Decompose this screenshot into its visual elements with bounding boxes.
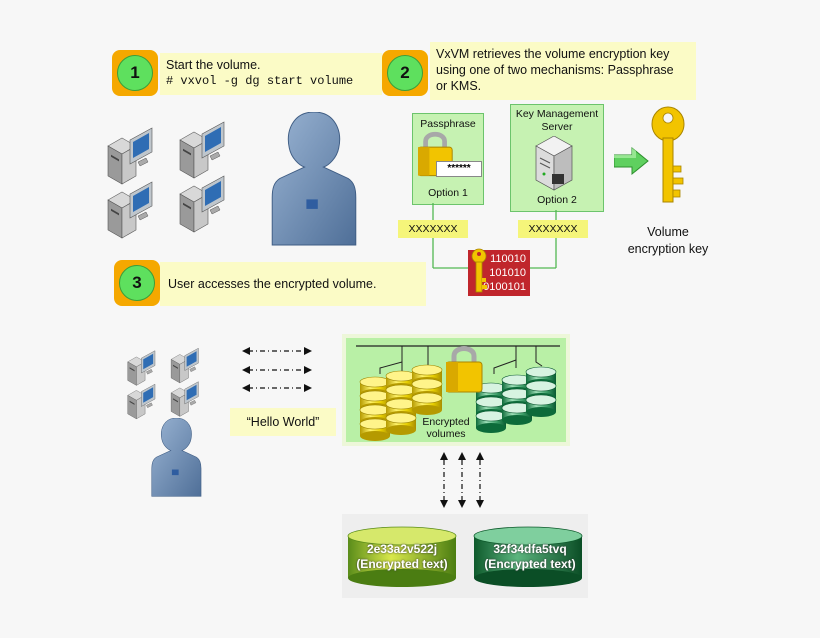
volume-stack-graphic [356, 345, 560, 442]
kms-option-box: Key Management Server Option 2 [510, 104, 604, 212]
data-flow-arrows [242, 347, 312, 392]
step-3-number: 3 [119, 265, 155, 301]
encrypted-volumes-line-2: volumes [426, 428, 466, 440]
step-1-number: 1 [117, 55, 153, 91]
passphrase-option-label: Option 1 [428, 187, 468, 199]
passphrase-title: Passphrase [420, 118, 476, 130]
step-2-line-1: VxVM retrieves the volume encryption key [436, 47, 670, 61]
step-2-note: VxVM retrieves the volume encryption key… [430, 42, 696, 100]
kms-title-line-2: Server [541, 121, 573, 133]
cipher-right-caption: (Encrypted text) [484, 557, 576, 571]
step-2-number: 2 [387, 55, 423, 91]
volume-key-line-2: encryption key [627, 242, 709, 256]
volume-key-line-1: Volume [647, 225, 689, 239]
step-3-badge: 3 [114, 260, 160, 306]
step-1-note: Start the volume. # vxvol -g dg start vo… [160, 53, 382, 95]
storage-flow-arrows [440, 452, 484, 508]
step-2-badge: 2 [382, 50, 428, 96]
kms-option-label: Option 2 [537, 194, 577, 206]
server-icon [535, 136, 573, 191]
computer-cluster-bottom [127, 347, 199, 420]
cipher-left: 2e33a2v522j (Encrypted text) [346, 542, 458, 572]
plaintext-label: “Hello World” [230, 408, 336, 436]
step-2-line-3: or KMS. [436, 79, 482, 93]
step-1-title: Start the volume. [166, 58, 261, 72]
cipher-right: 32f34dfa5tvq (Encrypted text) [474, 542, 586, 572]
kms-title-line-1: Key Management [515, 108, 599, 120]
step-2-line-2: using one of two mechanisms: Passphrase [436, 63, 674, 77]
cipher-left-value: 2e33a2v522j [366, 542, 438, 556]
binary-line-1: 110010 [490, 253, 526, 265]
arrow-right-icon [614, 146, 649, 176]
user-icon-bottom [151, 418, 202, 497]
passphrase-field: ****** [436, 161, 482, 177]
volume-key-label: Volume encryption key [618, 224, 718, 258]
encryption-key-icon [651, 106, 685, 203]
step-1-command: # vxvol -g dg start volume [166, 74, 354, 88]
computer-cluster-top [107, 121, 225, 239]
binary-line-3: 10100101 [477, 281, 526, 293]
encrypted-key-tag-right: XXXXXXX [518, 220, 588, 238]
encrypted-volumes-label: Encrypted volumes [414, 416, 478, 440]
user-icon-top [271, 112, 357, 246]
encrypted-volumes-line-1: Encrypted [422, 416, 470, 428]
step-1-badge: 1 [112, 50, 158, 96]
step-3-text: User accesses the encrypted volume. [168, 277, 377, 291]
cipher-left-caption: (Encrypted text) [356, 557, 448, 571]
small-key-icon [471, 248, 487, 293]
binary-line-2: 101010 [489, 267, 526, 279]
cipher-cylinders [347, 526, 583, 587]
step-3-note: User accesses the encrypted volume. [160, 262, 426, 306]
cipher-right-value: 32f34dfa5tvq [493, 542, 567, 556]
padlock-icon-volumes [446, 344, 486, 396]
encrypted-key-tag-left: XXXXXXX [398, 220, 468, 238]
